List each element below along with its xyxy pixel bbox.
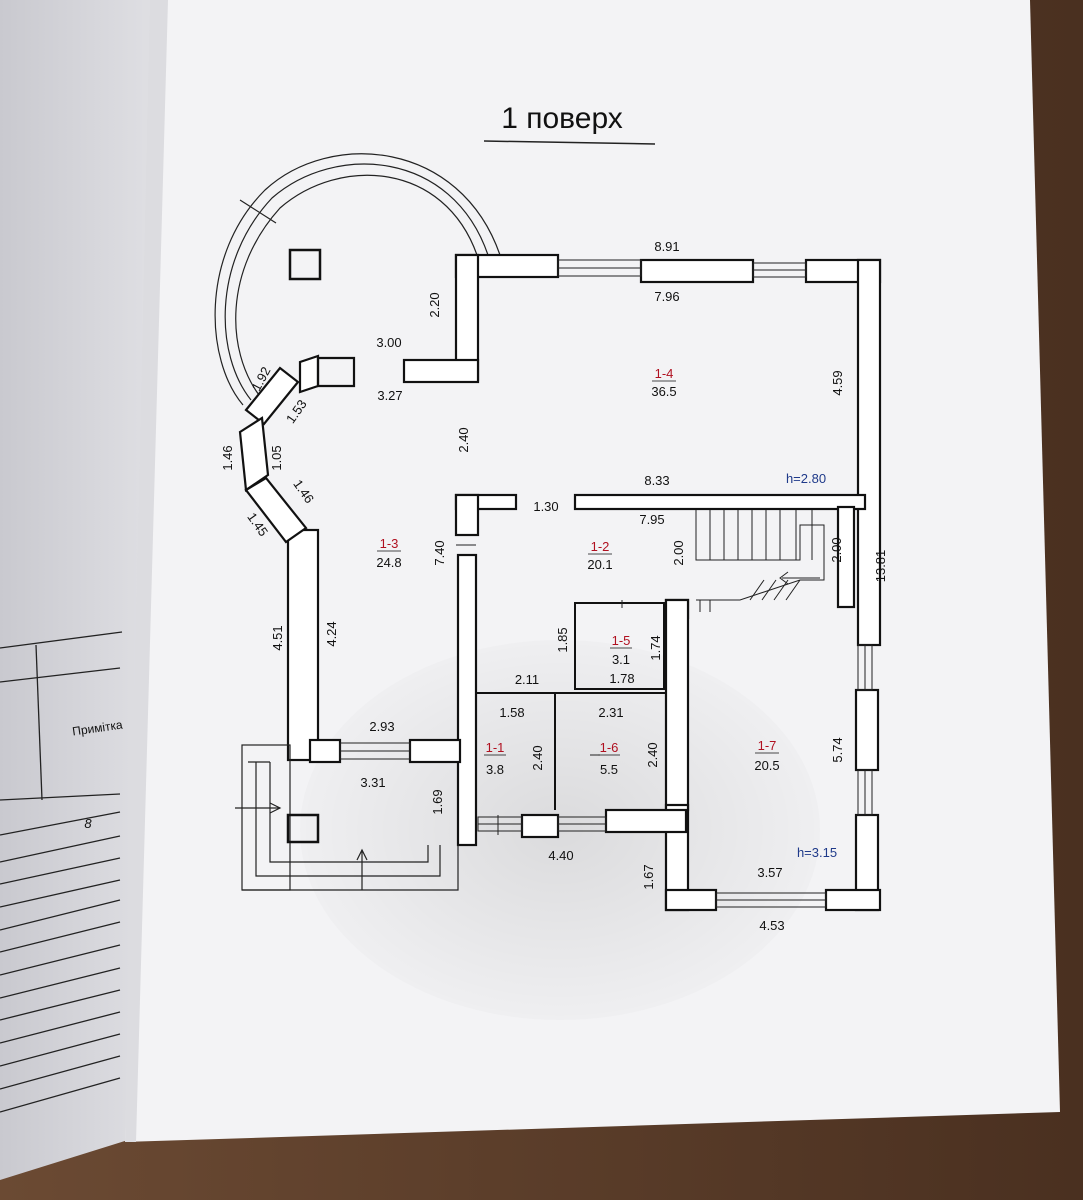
dim-gap: 1.30 <box>533 499 558 514</box>
dim-room16-height: 2.40 <box>645 742 660 767</box>
wall-right-upper <box>856 258 882 647</box>
dim-room15-left: 1.85 <box>555 627 570 652</box>
dim-room11-top: 2.11 <box>515 672 539 687</box>
dim-room17-outer: 4.53 <box>759 918 784 933</box>
wall-room13-bottom-left <box>308 738 342 764</box>
dim-bay-105: 1.05 <box>269 445 284 470</box>
wall-bottom-right <box>824 888 882 912</box>
ceiling-height-main: h=2.80 <box>786 471 826 486</box>
room-1-3-id: 1-3 <box>380 536 399 551</box>
wall-bottom-mid <box>604 808 688 834</box>
page-gutter <box>125 0 168 1142</box>
dim-room13-bottom: 2.93 <box>369 719 394 734</box>
room-1-1-area: 3.8 <box>486 762 504 777</box>
door-ticks <box>456 544 711 835</box>
wall-step <box>402 358 480 384</box>
windows <box>339 259 873 908</box>
walls <box>286 253 882 912</box>
title-underline <box>483 140 656 145</box>
dim-room16-top: 2.31 <box>598 705 623 720</box>
room-1-5-area: 3.1 <box>612 652 630 667</box>
dim-room11-inner: 1.58 <box>499 705 524 720</box>
dim-room17-inner: 3.57 <box>757 865 782 880</box>
dimensions-horizontal: 8.91 7.96 3.00 3.27 8.33 1.30 7.95 2.11 … <box>360 239 784 933</box>
dim-stair-left: 2.00 <box>671 540 686 565</box>
dim-room11-height: 2.40 <box>530 745 545 770</box>
dim-stair-right: 2.00 <box>829 537 844 562</box>
room-1-7-id: 1-7 <box>758 738 777 753</box>
round-terrace <box>214 153 501 406</box>
room-1-6-id: 1-6 <box>600 740 619 755</box>
dim-room15-right: 1.74 <box>648 635 663 660</box>
room-labels: 1-4 36.5 1-3 24.8 1-2 20.1 1-5 3.1 1-1 3… <box>376 366 837 860</box>
dim-step-bottom: 3.27 <box>377 388 402 403</box>
wall-left-main <box>286 528 320 762</box>
porch <box>235 744 459 891</box>
dim-total-right: 13.81 <box>873 550 888 583</box>
room-1-4-area: 36.5 <box>651 384 676 399</box>
terrace-column-marker <box>288 248 322 281</box>
page-title: 1 поверх <box>501 102 623 135</box>
ceiling-height-room-1-7: h=3.15 <box>797 845 837 860</box>
room-1-6-area: 5.5 <box>600 762 618 777</box>
wall-stair-right <box>836 505 856 609</box>
wall-room13-right <box>456 553 478 847</box>
wall-bottom-left <box>664 888 718 912</box>
room-1-7-area: 20.5 <box>754 758 779 773</box>
wall-right-mid <box>854 688 880 772</box>
room-1-5-id: 1-5 <box>612 633 631 648</box>
dim-room12-top: 7.95 <box>639 512 664 527</box>
wall-room14-bottom <box>573 493 867 511</box>
terrace-arrow <box>239 199 277 224</box>
dim-room13-right: 7.40 <box>432 540 447 565</box>
phone-shadow <box>300 640 820 1020</box>
room-1-3-area: 24.8 <box>376 555 401 570</box>
staircase <box>695 510 825 601</box>
dim-porch-width: 3.31 <box>360 775 385 790</box>
dim-room14-bottom: 8.33 <box>644 473 669 488</box>
dim-top-outer: 8.91 <box>654 239 679 254</box>
room-1-2-id: 1-2 <box>591 539 610 554</box>
porch-column-marker <box>286 813 320 844</box>
wall-bottom-pier <box>520 813 560 839</box>
dim-bay-146a: 1.46 <box>220 445 235 470</box>
dim-left-outer: 4.51 <box>270 625 285 650</box>
dim-step-top: 3.00 <box>376 335 401 350</box>
left-page-table <box>0 631 123 1113</box>
dim-wall-220: 2.20 <box>427 292 442 317</box>
partitions <box>476 602 666 810</box>
room-1-4-id: 1-4 <box>655 366 674 381</box>
left-page <box>0 0 160 1180</box>
left-page-number: 8 <box>84 816 92 831</box>
dim-left-inner: 4.24 <box>324 621 339 646</box>
dim-room17-height: 5.74 <box>830 737 845 762</box>
wall-room17-left <box>664 598 690 812</box>
dim-room14-right: 4.59 <box>830 370 845 395</box>
wall-room13-bottom-right <box>408 738 462 764</box>
bay-walls <box>238 354 356 544</box>
dim-room15-bottom: 1.78 <box>609 671 634 686</box>
dim-top-inner: 7.96 <box>654 289 679 304</box>
dim-bottom-167: 1.67 <box>641 864 656 889</box>
wall-top-mid <box>639 258 755 284</box>
dim-porch-height: 1.69 <box>430 789 445 814</box>
wall-room12-post <box>454 493 480 537</box>
room-1-1-id: 1-1 <box>486 740 505 755</box>
dim-mid-240: 2.40 <box>456 427 471 452</box>
dim-bottom-width: 4.40 <box>548 848 573 863</box>
room-1-2-area: 20.1 <box>587 557 612 572</box>
